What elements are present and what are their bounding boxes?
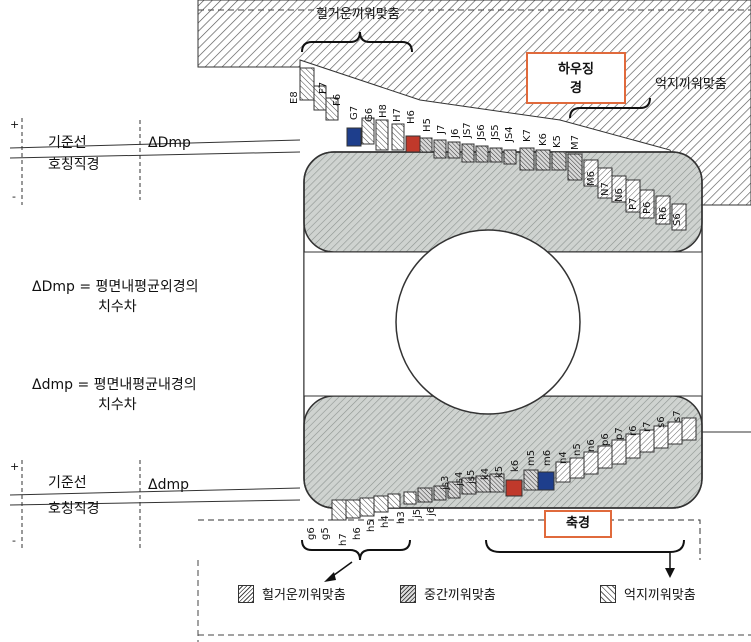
shaft-tol-h6: h6 xyxy=(352,527,363,540)
shaft-tol-j5: j5 xyxy=(412,508,423,518)
housing-tol-js4: JS4 xyxy=(504,126,515,142)
arrow-left-head xyxy=(324,572,336,582)
housing-region xyxy=(197,0,751,206)
shaft-tol-j6: j6 xyxy=(426,506,437,516)
ref-line-bottom-label: 기준선 xyxy=(48,475,87,491)
legend-interference-swatch xyxy=(600,584,616,603)
ref-line-bottom xyxy=(9,487,301,496)
plus-sign-bottom: + xyxy=(10,460,20,473)
housing-tol-p6: P6 xyxy=(642,201,653,214)
k6-highlight-block xyxy=(505,479,523,497)
housing-tol-h5: H5 xyxy=(422,118,433,132)
housing-tol-r6: R6 xyxy=(658,206,669,220)
housing-tol-f6: F6 xyxy=(332,93,343,106)
legend-transition-label: 중간끼워맞춤 xyxy=(424,588,496,603)
legend-transition: 중간끼워맞춤 xyxy=(400,584,496,603)
shaft-tol-js5: js5 xyxy=(466,469,477,484)
shaft-tol-r7: r7 xyxy=(642,421,653,432)
delta-dmp-definition-1: Δdmp = 평면내평균내경의 xyxy=(32,377,197,393)
housing-tol-j6: J6 xyxy=(450,128,461,138)
interference-brace-bottom xyxy=(485,539,685,553)
housing-tol-h7: H7 xyxy=(392,108,403,122)
shaft-tol-n6: n6 xyxy=(586,439,597,452)
shaft-tol-h4: h4 xyxy=(380,515,391,528)
legend-interference-label: 억지끼워맞춤 xyxy=(624,588,696,603)
housing-tol-h8: H8 xyxy=(378,104,389,118)
shaft-tol-n4: n4 xyxy=(558,451,569,464)
delta-Dmp-definition-2: 치수차 xyxy=(98,299,137,315)
housing-tol-n7: N7 xyxy=(600,182,611,196)
shaft-tol-h5: h5 xyxy=(366,519,377,532)
shaft-tol-p7: p7 xyxy=(614,427,625,440)
delta-Dmp-definition-1: ΔDmp = 평면내평균외경의 xyxy=(32,279,199,295)
housing-tol-j7: J7 xyxy=(436,124,447,134)
nominal-bottom-label: 호칭직경 xyxy=(48,501,100,517)
g7-highlight-block xyxy=(346,127,362,147)
shaft-tol-p6: p6 xyxy=(600,433,611,446)
interference-brace-top xyxy=(569,97,651,119)
shaft-tol-g5: g5 xyxy=(320,527,331,540)
delta-dmp-definition-2: 치수차 xyxy=(98,397,137,413)
shaft-tol-h7: h7 xyxy=(338,533,349,546)
ref-line-top-label: 기준선 xyxy=(48,135,87,151)
housing-tol-h6: H6 xyxy=(406,110,417,124)
legend-transition-swatch xyxy=(400,584,416,603)
ref-line-top xyxy=(9,139,301,149)
housing-tol-m6: M6 xyxy=(586,171,597,186)
housing-tol-p7: P7 xyxy=(628,197,639,210)
shaft-outline xyxy=(198,519,701,560)
shaft-tol-s6: s6 xyxy=(656,416,667,428)
housing-tol-js5: JS5 xyxy=(490,124,501,140)
housing-tol-js7: JS7 xyxy=(462,122,473,138)
shaft-tol-js3: js3 xyxy=(440,475,451,490)
housing-tol-k5: K5 xyxy=(552,135,563,148)
legend-clearance-swatch xyxy=(238,584,254,603)
housing-tol-k6: K6 xyxy=(538,133,549,146)
shaft-tol-m6: m6 xyxy=(542,449,553,466)
housing-tol-f7: F7 xyxy=(318,81,329,94)
delta-dmp-bottom-label: Δdmp xyxy=(148,477,189,493)
legend-clearance-label: 헐거운끼워맞춤 xyxy=(262,588,346,603)
shaft-tol-g6: g6 xyxy=(306,527,317,540)
m6-highlight-block xyxy=(537,471,555,491)
minus-sign-top: - xyxy=(12,190,16,203)
housing-interference-label: 억지끼워맞춤 xyxy=(655,77,727,92)
legend-interference: 억지끼워맞춤 xyxy=(600,584,696,603)
shaft-tol-n5: n5 xyxy=(572,443,583,456)
housing-tolerance-zones xyxy=(299,67,687,231)
shaft-tol-k6: k6 xyxy=(510,459,521,472)
rolling-ball xyxy=(395,229,581,415)
housing-tol-m7: M7 xyxy=(570,135,581,150)
clearance-brace-top xyxy=(301,31,413,53)
housing-tol-e8: E8 xyxy=(289,91,300,104)
shaft-tol-js4: js4 xyxy=(454,471,465,486)
plus-sign-top: + xyxy=(10,118,20,131)
nominal-top-label: 호칭직경 xyxy=(48,157,100,173)
delta-dmp-top-label: ΔDmp xyxy=(148,135,191,151)
shaft-tol-k5: k5 xyxy=(494,465,505,478)
housing-tol-g6: G6 xyxy=(364,107,375,122)
minus-sign-bottom: - xyxy=(12,534,16,547)
housing-tol-g7: G7 xyxy=(349,105,360,120)
h6-highlight-block xyxy=(405,135,421,153)
shaft-tol-m5: m5 xyxy=(526,449,537,466)
shaft-tolerance-zones xyxy=(331,417,697,521)
arrow-down-head xyxy=(665,568,675,578)
housing-tol-n6: N6 xyxy=(614,188,625,202)
housing-tol-s6: S6 xyxy=(672,213,683,226)
housing-tol-k7: K7 xyxy=(522,129,533,142)
housing-clearance-label: 헐거운끼워맞춤 xyxy=(316,7,400,22)
legend-clearance: 헐거운끼워맞춤 xyxy=(238,584,346,603)
shaft-dia-box: 축경 xyxy=(544,510,612,538)
shaft-tol-s7: s7 xyxy=(672,410,683,422)
housing-bore-box: 하우징 경 xyxy=(526,52,626,104)
nominal-line-bottom xyxy=(9,499,301,506)
shaft-tol-r6: r6 xyxy=(628,425,639,436)
shaft-tol-k4: k4 xyxy=(480,467,491,480)
clearance-brace-bottom xyxy=(301,539,411,561)
shaft-tol-h3: h3 xyxy=(396,511,407,524)
housing-tol-js6: JS6 xyxy=(476,124,487,140)
nominal-line-top xyxy=(9,151,301,159)
